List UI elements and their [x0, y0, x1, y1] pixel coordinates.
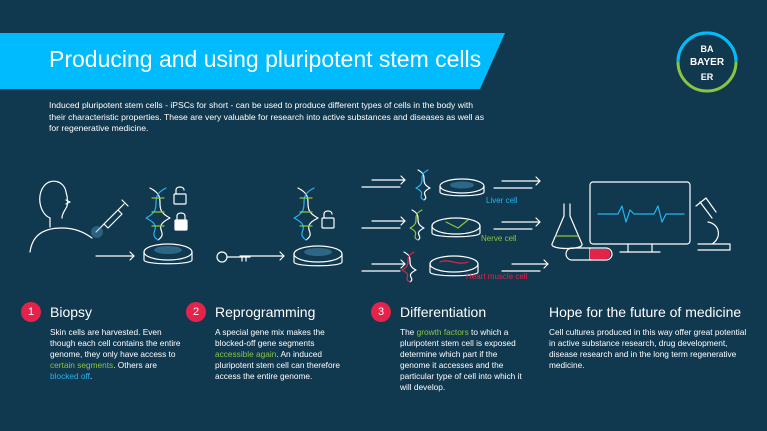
- liver-cell-label: Liver cell: [486, 196, 518, 205]
- flask-icon: [551, 203, 583, 250]
- bayer-logo: BA BAYER ER: [675, 30, 739, 94]
- petri-dish-2: [293, 245, 343, 267]
- dna-icon-nerve: [409, 209, 425, 241]
- pill-icon: [565, 247, 613, 261]
- intro-text: Induced pluripotent stem cells - iPSCs f…: [49, 100, 484, 133]
- petri-dish-heart: [429, 255, 479, 277]
- logo-bot-text: ER: [701, 72, 714, 82]
- petri-dish-1: [143, 243, 193, 265]
- section-1-badge: 1: [21, 302, 41, 322]
- syringe-icon: [95, 199, 129, 233]
- lock-icons: [173, 186, 188, 231]
- section-4-text: Cell cultures produced in this way offer…: [549, 327, 747, 370]
- dna-icon-liver: [415, 169, 431, 201]
- section-3-text: The growth factors to which a pluripoten…: [400, 327, 522, 392]
- logo-mid-text: BAYER: [690, 57, 725, 68]
- monitor-icon: [589, 181, 691, 253]
- key-icon: [216, 251, 251, 263]
- banner-shape: [0, 33, 505, 89]
- arrows: [95, 175, 549, 272]
- petri-dish-nerve: [431, 217, 481, 238]
- nerve-cell-label: Nerve cell: [481, 234, 517, 243]
- section-4-title: Hope for the future of medicine: [549, 304, 742, 320]
- section-1-text: Skin cells are harvested. Even though ea…: [50, 327, 181, 381]
- page-title: Producing and using pluripotent stem cel…: [49, 46, 482, 72]
- title-banner: [0, 33, 505, 89]
- section-1-title: Biopsy: [50, 304, 93, 320]
- petri-dish-liver: [439, 178, 485, 197]
- section-2-badge: 2: [186, 302, 206, 322]
- heart-cell-label: Heart muscle cell: [466, 272, 528, 281]
- microscope-icon: [695, 197, 731, 251]
- dna-icon-2: [293, 187, 335, 241]
- dna-icon-heart: [401, 251, 417, 283]
- section-2-title: Reprogramming: [215, 304, 316, 320]
- dna-icon-1: [145, 187, 171, 241]
- section-2-text: A special gene mix makes the blocked-off…: [215, 327, 340, 381]
- section-3-title: Differentiation: [400, 304, 487, 320]
- logo-top-text: BA: [701, 44, 714, 54]
- person-icon: [29, 180, 93, 253]
- section-3-badge: 3: [371, 302, 391, 322]
